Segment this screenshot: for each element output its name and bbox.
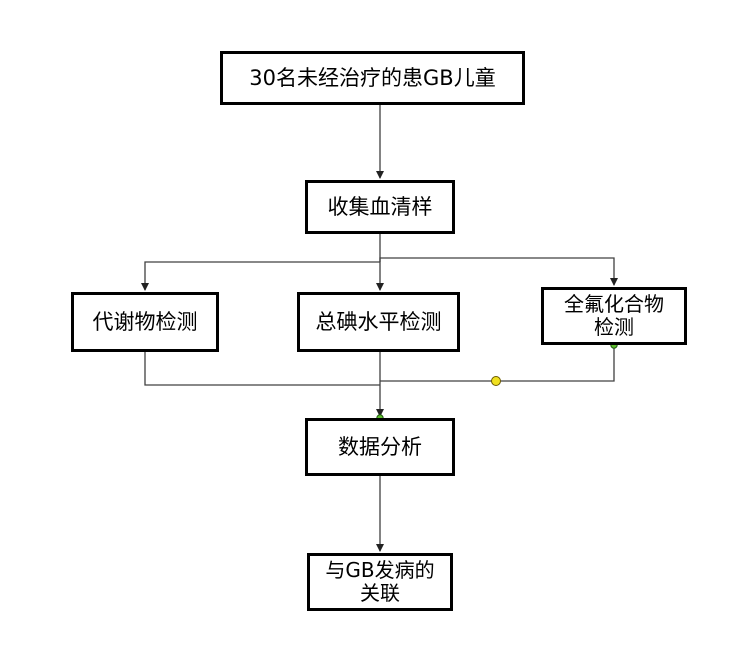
node-metabolite-detection-label: 代谢物检测: [92, 310, 198, 334]
connector-collect-to-metabolite: [141, 261, 380, 291]
node-total-iodine-detection-label: 总碘水平检测: [315, 310, 442, 334]
node-pfas-detection-label: 全氟化合物 检测: [564, 292, 664, 339]
node-collect-serum-label: 收集血清样: [327, 195, 433, 219]
node-collect-serum[interactable]: 收集血清样: [305, 180, 455, 234]
node-total-iodine-detection[interactable]: 总碘水平检测: [297, 292, 460, 352]
connector-metabolite-to-analysis: [144, 352, 380, 386]
node-gb-association-label: 与GB发病的 关联: [325, 558, 435, 605]
node-pfas-detection[interactable]: 全氟化合物 检测: [541, 287, 687, 345]
connector-collect-to-pfas: [379, 257, 618, 286]
node-metabolite-detection[interactable]: 代谢物检测: [71, 292, 219, 352]
connector-midpoint-handle[interactable]: [491, 376, 501, 386]
connector-pfas-to-analysis: [380, 345, 615, 382]
node-data-analysis-label: 数据分析: [338, 435, 422, 459]
node-children-cohort-label: 30名未经治疗的患GB儿童: [249, 66, 496, 90]
node-children-cohort[interactable]: 30名未经治疗的患GB儿童: [220, 51, 525, 105]
node-gb-association[interactable]: 与GB发病的 关联: [307, 553, 453, 611]
node-data-analysis[interactable]: 数据分析: [305, 418, 455, 476]
